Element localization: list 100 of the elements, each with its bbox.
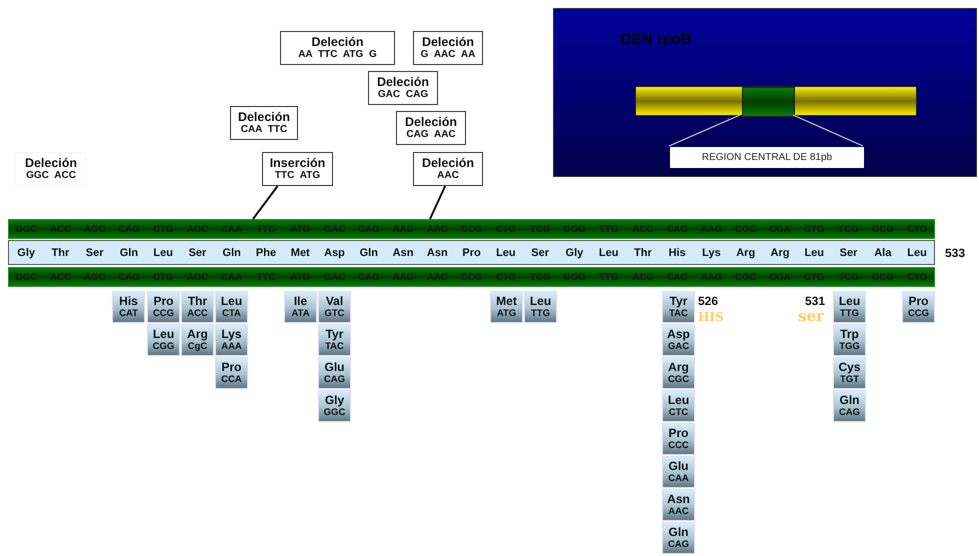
callout-heading: Deleción [422, 35, 474, 49]
callout-heading: Deleción [238, 110, 290, 124]
codon-label: TTG [531, 308, 550, 319]
codon-label: GAC [668, 341, 690, 352]
callout-heading: Deleción [422, 156, 474, 170]
amino-acid-label: Asp [324, 246, 345, 258]
codon-label: CAG [324, 374, 346, 385]
amino-acid-label: Leu [838, 295, 860, 308]
amino-acid-label: Ala [874, 246, 892, 258]
zoom-line [668, 114, 740, 147]
amino-acid-label: Gln [840, 394, 860, 407]
amino-acid-label: Gln [222, 246, 241, 258]
mutation-tile [662, 489, 695, 521]
amino-acid-label: Tyr [326, 328, 344, 341]
codon-label: CAG [838, 407, 860, 418]
amino-acid-label: Gly [566, 246, 584, 258]
amino-acid-label: Gln [668, 526, 688, 539]
mutation-tile [662, 324, 695, 356]
amino-acid-label: Arg [770, 246, 790, 258]
amino-acid-label: Asp [667, 328, 690, 341]
position-number: 531 [805, 294, 826, 308]
callout-box [368, 71, 438, 105]
region-label: REGION CENTRAL DE 81pb [702, 152, 832, 163]
codon-label: CGC [668, 374, 690, 385]
amino-acid-row [8, 240, 935, 265]
position-number: 526 [698, 294, 718, 308]
codon-label: ATG [496, 308, 516, 319]
position-number: 533 [945, 246, 966, 260]
amino-acid-label: Ser [531, 246, 549, 258]
codon-label: CAA [668, 473, 689, 484]
amino-acid-label: His [668, 246, 686, 258]
mutation-tile [833, 357, 866, 389]
amino-acid-label: Gly [324, 394, 344, 407]
codon-label: CGG [152, 341, 174, 352]
amino-acid-label: Tyr [670, 295, 688, 308]
codon-label: CTC [668, 407, 688, 418]
callout-heading: Deleción [311, 35, 364, 49]
amino-acid-label: Leu [153, 246, 173, 258]
mutation-tile [662, 390, 695, 422]
codon-band [8, 219, 935, 239]
amino-acid-label: Leu [220, 295, 242, 308]
codon-label: CCG [152, 308, 174, 319]
mutation-tile [215, 291, 248, 323]
codon-label: CAT [119, 308, 138, 319]
callout-box [262, 152, 333, 186]
amino-acid-label: Ile [294, 295, 308, 308]
mutation-tile [181, 324, 214, 356]
mutation-tile [147, 324, 180, 356]
codon-label: TAC [669, 308, 688, 319]
codon-label: TGT [840, 374, 859, 385]
sequence-label: AAC [437, 170, 459, 182]
amino-acid-label: Asn [667, 493, 690, 506]
codon-label: GTC [324, 308, 345, 319]
amino-acid-label: Asn [392, 246, 414, 258]
callout-box [230, 106, 298, 140]
gene-bar [635, 86, 917, 116]
sequence-label: AA TTC ATG G [298, 49, 377, 61]
amino-acid-label: Asn [426, 246, 448, 258]
mutation-tile [318, 390, 351, 422]
callout-heading: Deleción [24, 156, 78, 170]
mutation-tile [662, 522, 695, 554]
amino-acid-label: Cys [838, 361, 860, 374]
mutation-tile [318, 357, 351, 389]
codon-label: GGC [324, 407, 346, 418]
zoom-line [792, 114, 864, 147]
codon-label: ACC [187, 308, 208, 319]
amino-acid-label: Arg [736, 246, 756, 258]
codon-label: AAC [668, 506, 689, 517]
mutation-tile [833, 390, 866, 422]
gene-panel [553, 8, 977, 177]
amino-acid-label: Leu [804, 246, 824, 258]
amino-acid-label: Gly [17, 246, 35, 258]
leader-line [252, 185, 278, 220]
amino-acid-label: Glu [668, 460, 688, 473]
amino-acid-label: Arg [668, 361, 689, 374]
codon-label: TTG [840, 308, 859, 319]
codon-label: CCG [908, 308, 930, 319]
codon-label: ATA [291, 308, 310, 319]
amino-acid-label: Arg [187, 328, 208, 341]
amino-acid-label: Leu [598, 246, 618, 258]
amino-acid-label: Val [326, 295, 344, 308]
amino-acid-label: Leu [530, 295, 552, 308]
amino-acid-label: Lys [702, 246, 721, 258]
amino-acid-label: Ser [840, 246, 858, 258]
mutation-tile [833, 291, 866, 323]
callout-box [396, 111, 466, 145]
callout-heading: Deleción [404, 115, 458, 129]
amino-acid-label: Leu [668, 394, 690, 407]
amino-acid-label: Glu [324, 361, 344, 374]
region-label-box [670, 147, 864, 168]
mutation-label: HIS [698, 310, 724, 324]
codon-label: CAG [668, 539, 690, 550]
mutation-tile [833, 324, 866, 356]
sequence-label: GAC CAG [378, 89, 428, 101]
codon-label: TGG [839, 341, 860, 352]
amino-acid-label: Pro [908, 295, 928, 308]
panel-title: GEN rpoB [620, 31, 692, 48]
callout-heading: Deleción [376, 75, 430, 89]
central-region-segment [742, 87, 795, 117]
amino-acid-label: Thr [188, 295, 208, 308]
